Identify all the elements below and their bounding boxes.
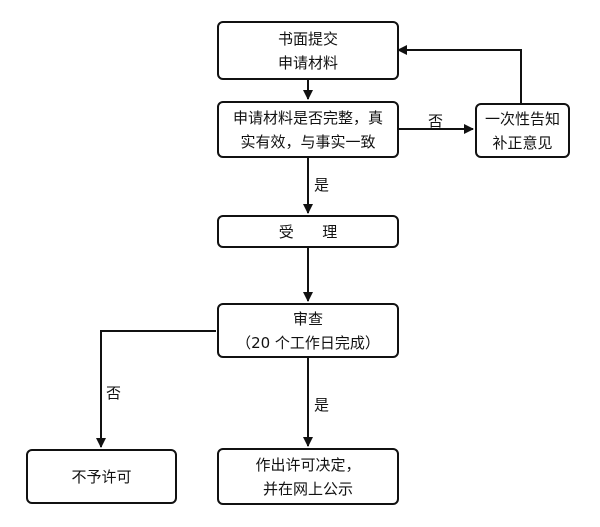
arrow-notify-to-submit: [397, 45, 522, 103]
node-deny-line-1: 不予许可: [71, 467, 132, 486]
node-review-line-2: （20 个工作日完成）: [236, 333, 380, 352]
node-grant-line-1: 作出许可决定，: [255, 455, 361, 474]
node-submit-application: 书面提交 申请材料: [217, 21, 399, 80]
node-notify-line-2: 补正意见: [492, 133, 553, 152]
label-check-to-accept: 是: [314, 176, 330, 194]
node-submit-line-2: 申请材料: [277, 53, 338, 72]
node-review: 审查 （20 个工作日完成）: [217, 303, 399, 358]
node-accept: 受 理: [217, 215, 399, 248]
node-grant: 作出许可决定， 并在网上公示: [217, 448, 399, 505]
node-notify-correction: 一次性告知 补正意见: [475, 103, 570, 158]
node-deny: 不予许可: [26, 449, 177, 504]
label-check-to-notify: 否: [428, 112, 444, 130]
arrow-review-to-deny: [96, 330, 216, 448]
node-check-line-2: 实有效，与事实一致: [240, 132, 376, 151]
label-review-to-grant: 是: [314, 396, 330, 414]
node-grant-line-2: 并在网上公示: [262, 479, 353, 498]
label-review-to-deny: 否: [106, 384, 122, 402]
node-accept-line-1: 受 理: [278, 222, 338, 241]
node-review-line-1: 审查: [292, 309, 323, 328]
node-check-materials: 申请材料是否完整，真 实有效，与事实一致: [217, 101, 399, 158]
node-submit-line-1: 书面提交: [277, 29, 338, 48]
node-notify-line-1: 一次性告知: [484, 109, 560, 128]
node-check-line-1: 申请材料是否完整，真: [232, 108, 383, 127]
